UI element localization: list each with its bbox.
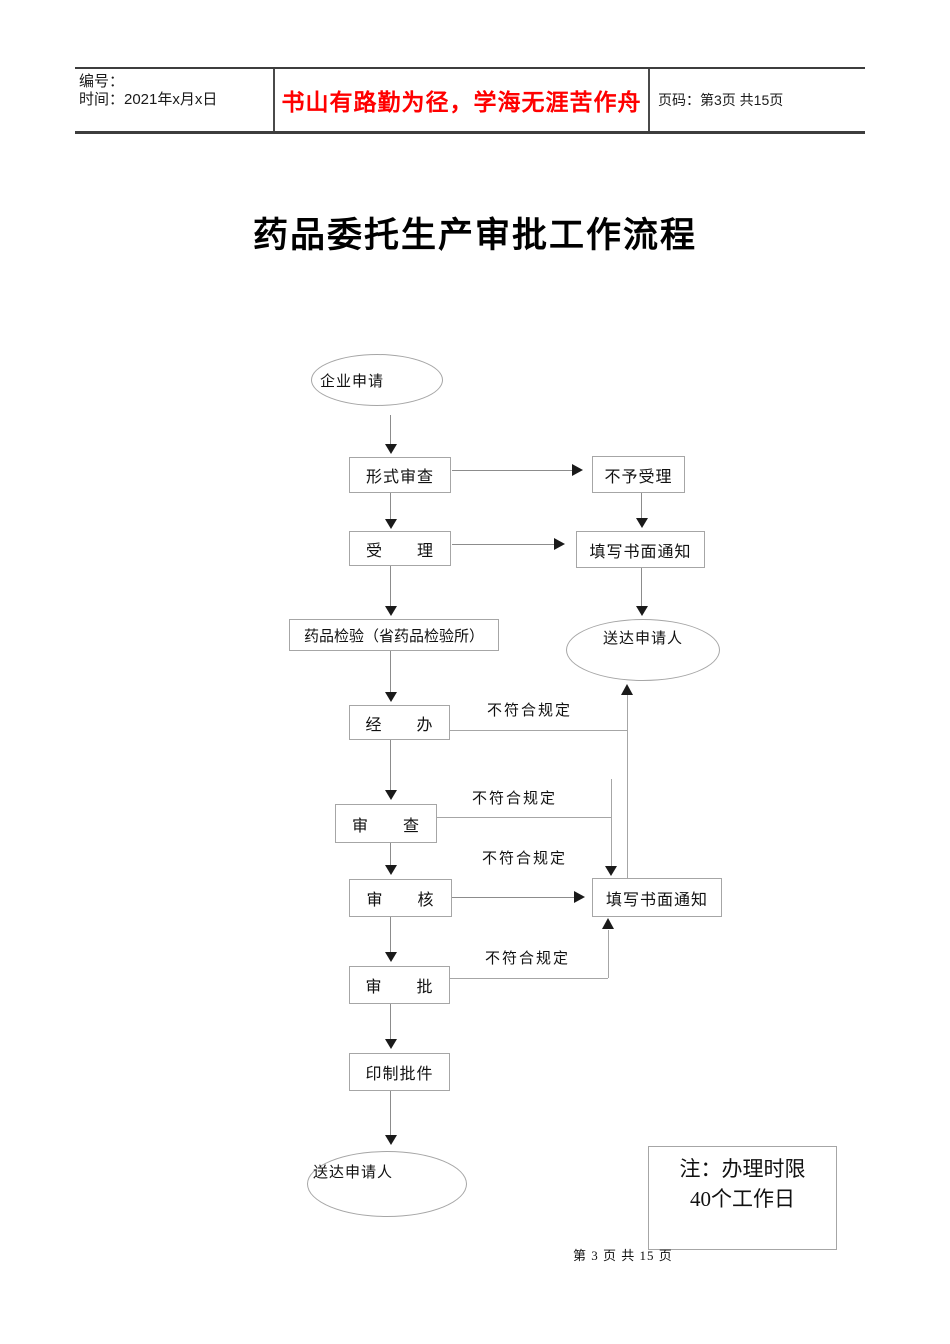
arrowhead-notice1-to-deliver-top — [636, 606, 648, 616]
arrowhead-formal-to-notaccepted — [572, 464, 583, 476]
flow-node-review: 审 查 — [335, 804, 437, 843]
arrowhead-approve-to-print — [385, 1039, 397, 1049]
arrowhead-notaccepted-to-notice1 — [636, 518, 648, 528]
connector-review-to-verify — [390, 843, 391, 865]
connector-print-to-deliver-bottom — [390, 1091, 391, 1135]
connector-approve-to-print — [390, 1004, 391, 1039]
flow-node-formal-review: 形式审查 — [349, 457, 451, 493]
label-nonconform-verify: 不符合规定 — [482, 851, 568, 867]
arrowhead-start-to-formal — [385, 444, 397, 454]
connector-inspection-to-handle — [390, 651, 391, 692]
flow-node-start: 企业申请 — [311, 354, 443, 406]
flow-node-accept: 受 理 — [349, 531, 451, 566]
connector-handle-reject-h — [450, 730, 627, 731]
arrowhead-inspection-to-handle — [385, 692, 397, 702]
connector-formal-to-accept — [390, 493, 391, 519]
label-nonconform-review: 不符合规定 — [472, 791, 558, 807]
flow-node-verify: 审 核 — [349, 879, 452, 917]
arrowhead-verify-to-approve — [385, 952, 397, 962]
page-info-text: 页码：第3页 共15页 — [658, 92, 784, 108]
motto-text: 书山有路勤为径，学海无涯苦作舟 — [281, 89, 642, 115]
connector-review-reject-h — [437, 817, 611, 818]
header-time-label: 时间：2021年x月x日 — [79, 91, 218, 108]
connector-formal-to-notaccepted — [452, 470, 572, 471]
header-cell-meta: 编号： 时间：2021年x月x日 — [75, 69, 275, 131]
note-box: 注：办理时限 40个工作日 — [648, 1146, 837, 1250]
connector-verify-to-approve — [390, 917, 391, 952]
connector-accept-to-notice1 — [452, 544, 554, 545]
connector-notaccepted-to-notice1 — [641, 493, 642, 518]
flow-node-approve: 审 批 — [349, 966, 450, 1004]
arrowhead-review-to-verify — [385, 865, 397, 875]
page-title: 药品委托生产审批工作流程 — [252, 216, 697, 255]
flow-node-deliver-applicant-top: 送达申请人 — [566, 619, 720, 681]
connector-handle-to-review — [390, 740, 391, 790]
header-table: 编号： 时间：2021年x月x日 书山有路勤为径，学海无涯苦作舟 页码：第3页 … — [75, 67, 865, 134]
arrowhead-into-deliver-top — [621, 684, 633, 695]
note-line-2: 40个工作日 — [690, 1187, 795, 1211]
flow-node-print-approval: 印制批件 — [349, 1053, 450, 1091]
connector-start-to-formal — [390, 415, 391, 444]
flow-node-written-notice-2: 填写书面通知 — [592, 878, 722, 917]
arrowhead-verify-to-notice2 — [574, 891, 585, 903]
header-number-label: 编号： — [79, 73, 125, 90]
header-cell-motto: 书山有路勤为径，学海无涯苦作舟 — [275, 69, 650, 131]
label-nonconform-approve: 不符合规定 — [485, 951, 571, 967]
footer-page-number: 第 3 页 共 15 页 — [573, 1248, 673, 1263]
flow-node-handle: 经 办 — [349, 705, 450, 740]
arrowhead-approve-reject-into-notice2 — [602, 918, 614, 929]
connector-review-reject-v — [611, 779, 612, 866]
connector-notice1-to-deliver-top — [641, 568, 642, 606]
arrowhead-formal-to-accept — [385, 519, 397, 529]
connector-notice2-to-deliver-top-v — [627, 695, 628, 879]
flow-node-written-notice-1: 填写书面通知 — [576, 531, 705, 568]
arrowhead-review-reject-into-notice2 — [605, 866, 617, 876]
label-nonconform-handle: 不符合规定 — [487, 703, 573, 719]
connector-accept-to-inspection — [390, 566, 391, 606]
connector-verify-to-notice2 — [452, 897, 574, 898]
note-line-1: 注：办理时限 — [679, 1157, 806, 1181]
flow-node-drug-inspection: 药品检验（省药品检验所） — [289, 619, 499, 651]
flow-node-not-accepted: 不予受理 — [592, 456, 685, 493]
connector-approve-reject-h — [450, 978, 608, 979]
arrowhead-accept-to-notice1 — [554, 538, 565, 550]
connector-approve-reject-v — [608, 930, 609, 978]
flow-node-deliver-applicant-bottom: 送达申请人 — [307, 1151, 467, 1217]
arrowhead-handle-to-review — [385, 790, 397, 800]
header-cell-page: 页码：第3页 共15页 — [650, 69, 865, 131]
arrowhead-print-to-deliver-bottom — [385, 1135, 397, 1145]
arrowhead-accept-to-inspection — [385, 606, 397, 616]
